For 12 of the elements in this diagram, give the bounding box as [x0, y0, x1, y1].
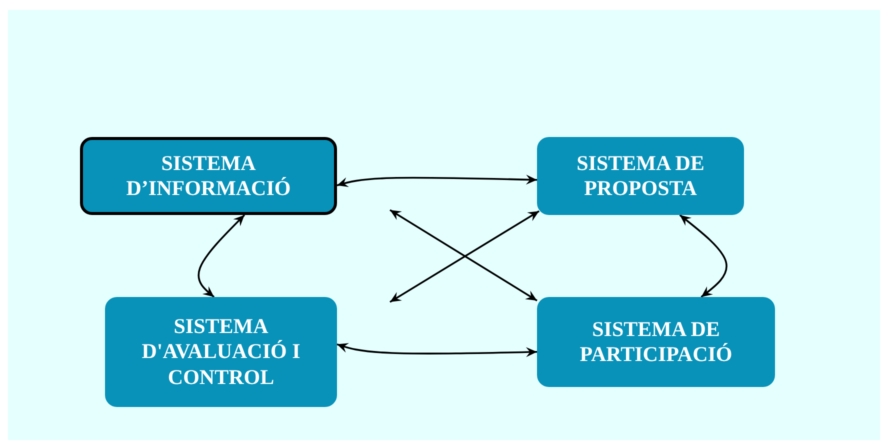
double-arrow: [198, 214, 246, 298]
box-label: SISTEMA DE PARTICIPACIÓ: [578, 316, 734, 368]
box-label: SISTEMA D'AVALUACIÓ I CONTROL: [140, 314, 302, 390]
system-box: [80, 137, 337, 215]
box-label: SISTEMA DE PROPOSTA: [576, 150, 706, 202]
system-box: [537, 297, 775, 387]
system-box: [105, 297, 337, 407]
system-box: [537, 137, 744, 215]
box-label: SISTEMA D’INFORMACIÓ: [125, 150, 292, 202]
double-arrow: [336, 174, 538, 188]
double-arrow: [336, 343, 538, 358]
double-arrow: [679, 214, 728, 298]
